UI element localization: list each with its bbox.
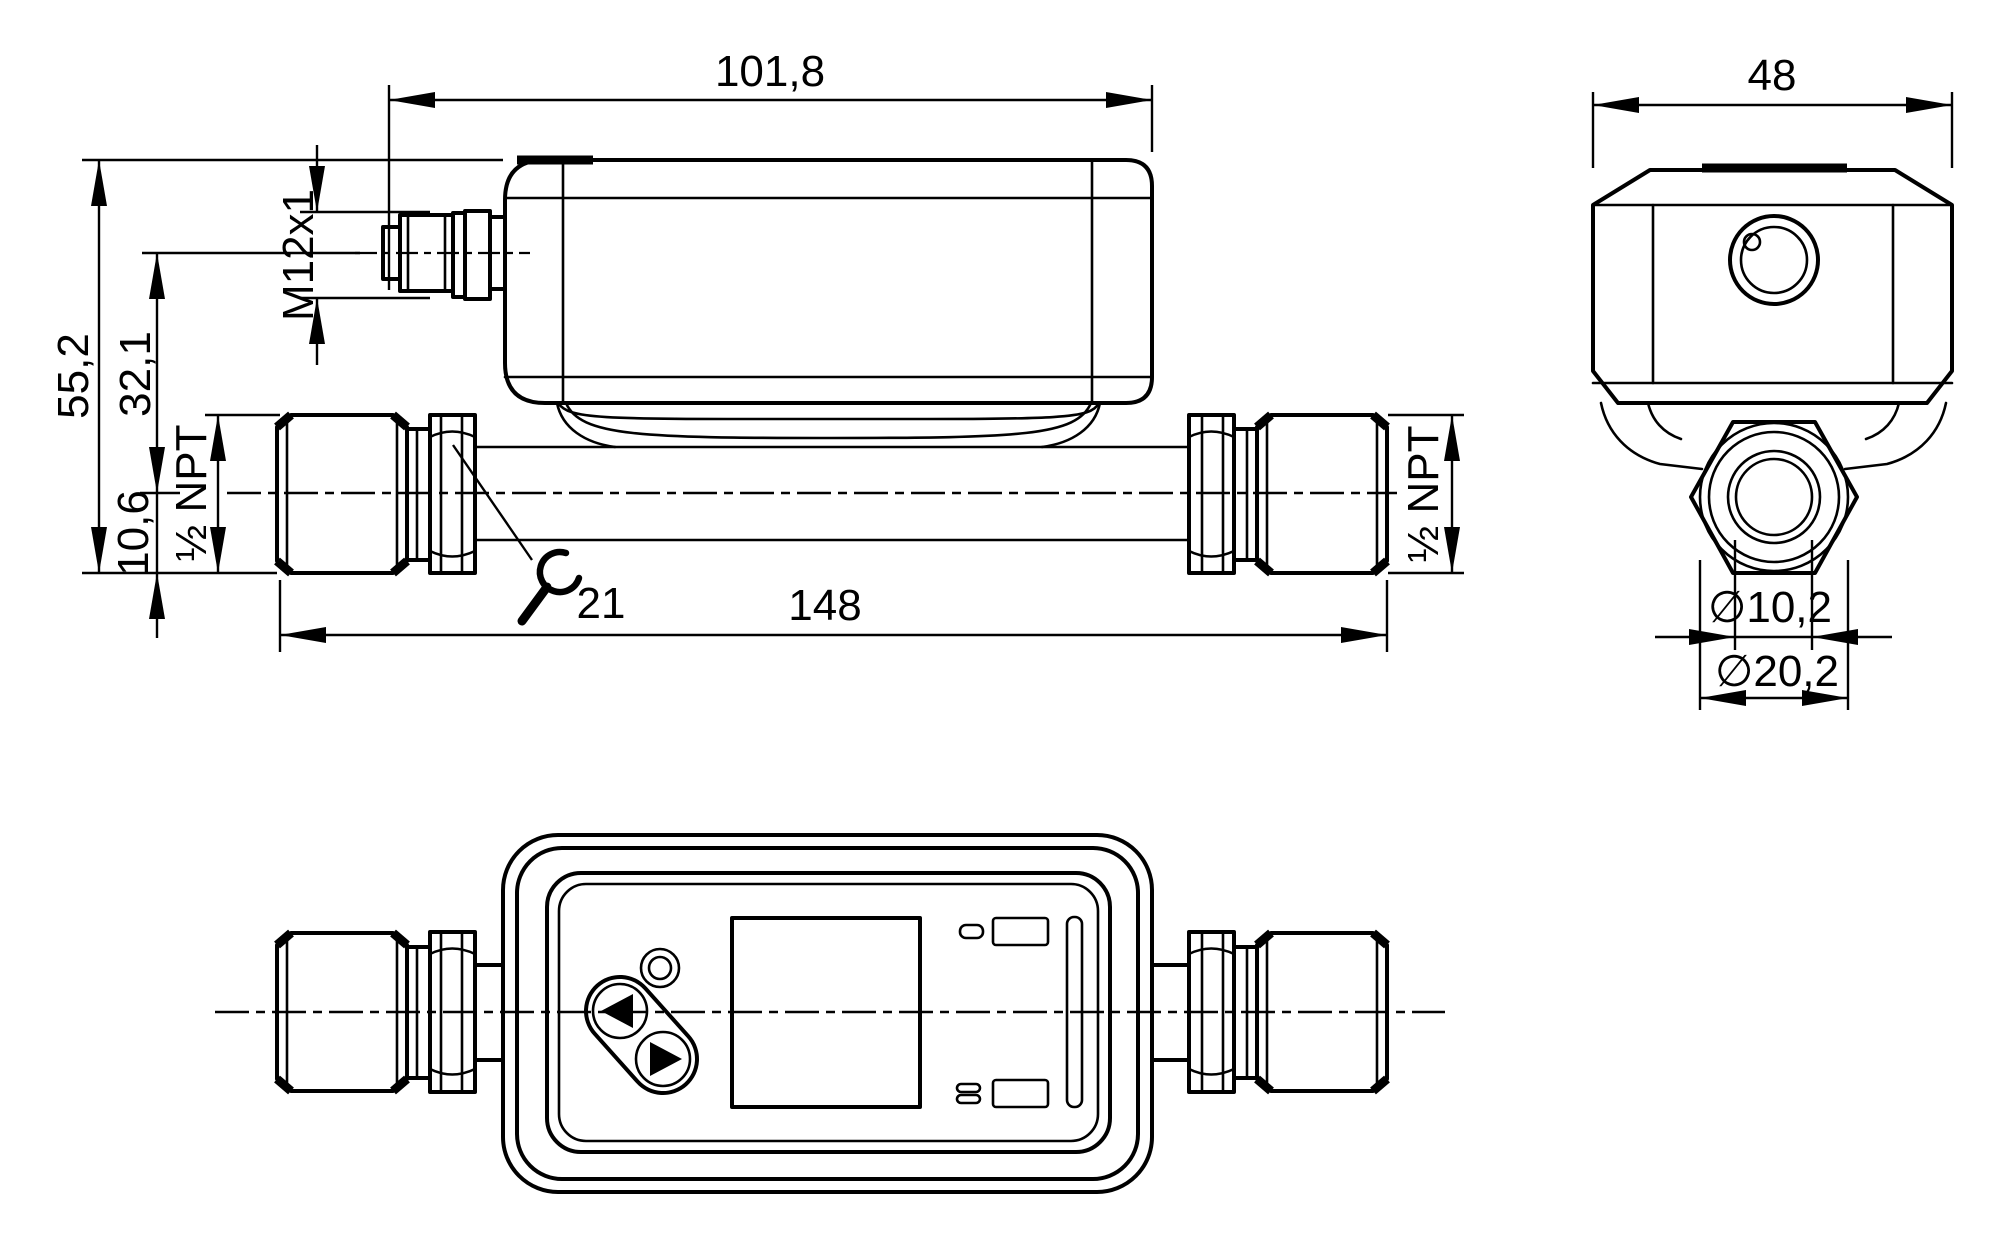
button-down [634,1030,692,1088]
dim-connector-center-height: 32,1 [111,251,360,493]
front-view [215,833,1445,1194]
arrow-right-icon [650,1042,682,1076]
dim-overall-length-label: 148 [788,581,861,630]
dim-overall-height: 55,2 [49,158,503,575]
thread-outer-circle [1698,421,1850,573]
arrow-buttons [584,975,699,1095]
m12-connector-end [1728,214,1820,306]
label-window-bottom [955,1078,1050,1109]
connector-keying-notch [1742,232,1762,252]
dim-bore-diameter-label: ∅10,2 [1708,583,1832,632]
process-thread-right-label: ½ NPT [1399,426,1448,563]
housing-skirt [555,401,1102,449]
electronics-housing [503,155,1154,405]
dim-pipe-center-height-label: 10,6 [109,490,158,576]
bore-circle [1734,457,1814,537]
process-thread-left-label: ½ NPT [167,425,216,562]
end-view-skirt [1599,401,1948,471]
dim-overall-width: 101,8 [387,47,1154,290]
dim-process-thread-left: ½ NPT [167,413,280,573]
leader-line [452,444,533,561]
dim-thread-diameter: ∅20,2 [1698,560,1850,710]
dim-connector-center-height-label: 32,1 [111,331,160,417]
wrench-icon [517,548,583,626]
pipe-tube [473,445,1192,542]
side-view: 101,8 55,2 32,1 10,6 [49,47,1464,652]
fitting-ring-right [1232,427,1259,562]
m12-connector [355,209,530,301]
end-view: 48 ∅10,2 ∅20,2 [1591,51,1954,710]
dim-connector-thread: M12x1 [274,145,430,365]
end-view-housing [1591,163,1954,405]
dim-end-width-label: 48 [1748,51,1797,100]
label-window-top [958,916,1050,947]
dim-overall-height-label: 55,2 [49,333,98,419]
connector-thread-label: M12x1 [274,189,323,321]
dim-process-thread-right: ½ NPT [1388,413,1464,575]
dim-end-width: 48 [1591,51,1954,168]
front-panel [584,915,1084,1109]
led-indicator [639,947,681,989]
wrench-size-label: 21 [577,579,626,628]
dim-overall-width-label: 101,8 [715,47,825,96]
dim-pipe-center-height: 10,6 [109,490,180,638]
wrench-size-callout: 21 [452,444,626,628]
hex-nut-end [1689,420,1859,575]
dim-overall-length: 148 [278,580,1389,652]
fitting-ring-left [405,427,432,562]
end-view-fitting [1689,420,1859,575]
dim-thread-diameter-label: ∅20,2 [1715,647,1839,696]
